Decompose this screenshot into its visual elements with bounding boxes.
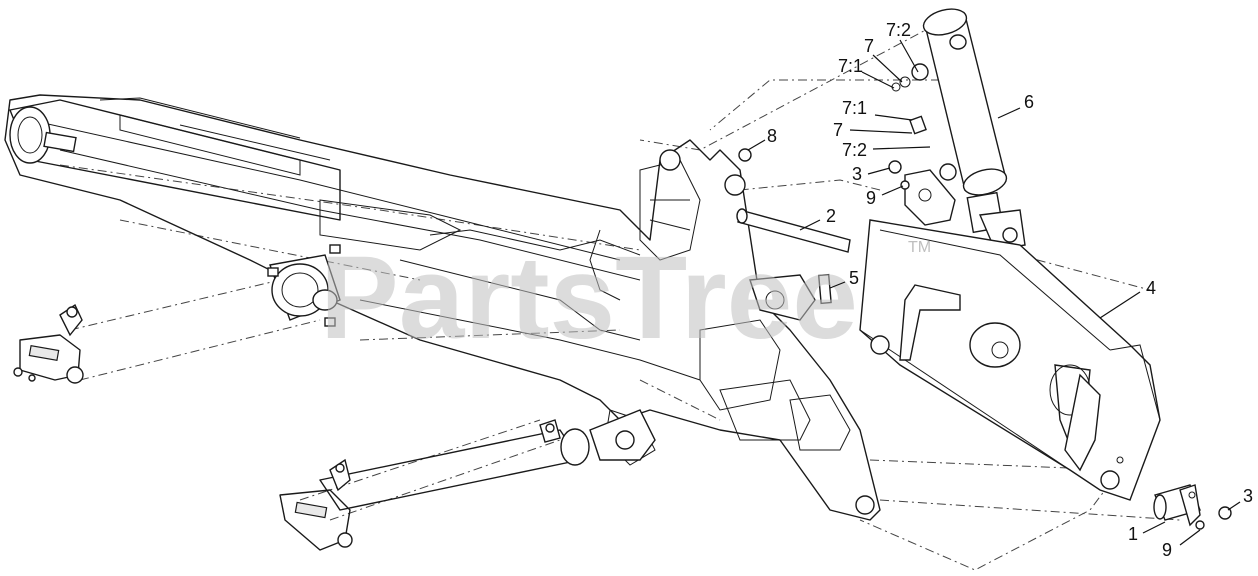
left-cylinder-upper: [9, 99, 341, 221]
callout-5: 5: [849, 268, 859, 288]
lift-cylinder: [891, 8, 1026, 251]
callout-8: 8: [767, 126, 777, 146]
callout-2: 2: [826, 206, 836, 226]
callout-7-top: 7: [864, 36, 874, 56]
pin-and-bracket: [736, 148, 956, 321]
loader-frame: [4, 94, 881, 521]
lower-pin: [1116, 456, 1232, 530]
callout-9-bottom: 9: [1162, 540, 1172, 560]
callout-4: 4: [1146, 278, 1156, 298]
watermark-trademark: TM: [908, 239, 931, 256]
callout-7-1-top: 7:1: [838, 56, 863, 76]
watermark: PartsTree TM: [320, 232, 931, 364]
callout-3-bottom: 3: [1243, 486, 1253, 506]
callout-7-mid: 7: [833, 120, 843, 140]
left-lower-cylinder: [279, 409, 656, 551]
callout-1: 1: [1128, 524, 1138, 544]
callout-7-2-top: 7:2: [886, 20, 911, 40]
left-tilt-cylinder: [13, 244, 341, 384]
callout-7-1-mid: 7:1: [842, 98, 867, 118]
leader-lines: [747, 39, 1241, 546]
attachment-plate: [859, 219, 1161, 501]
callout-7-2-mid: 7:2: [842, 140, 867, 160]
watermark-text: PartsTree: [320, 232, 858, 364]
callout-3-top: 3: [852, 164, 862, 184]
callout-labels: 7:2 7 7:1 6 7:1 7 8 7:2 3 9 2 5 4 3 1 9: [767, 20, 1253, 560]
callout-9-top: 9: [866, 188, 876, 208]
callout-6: 6: [1024, 92, 1034, 112]
